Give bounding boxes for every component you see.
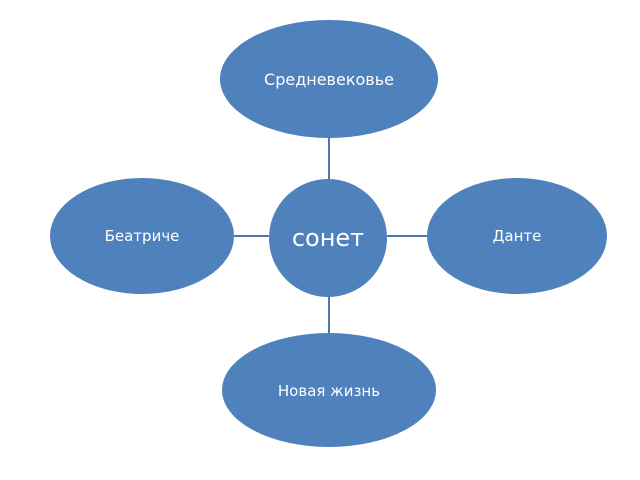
node-top: Средневековье: [220, 20, 438, 138]
node-top-label: Средневековье: [264, 70, 394, 89]
node-left: Беатриче: [50, 178, 234, 294]
node-left-label: Беатриче: [105, 227, 180, 245]
node-right: Данте: [427, 178, 607, 294]
node-bottom-label: Новая жизнь: [278, 382, 380, 400]
node-right-label: Данте: [493, 227, 542, 245]
node-center: сонет: [269, 179, 387, 297]
node-center-label: сонет: [292, 224, 364, 252]
node-bottom: Новая жизнь: [222, 333, 436, 447]
